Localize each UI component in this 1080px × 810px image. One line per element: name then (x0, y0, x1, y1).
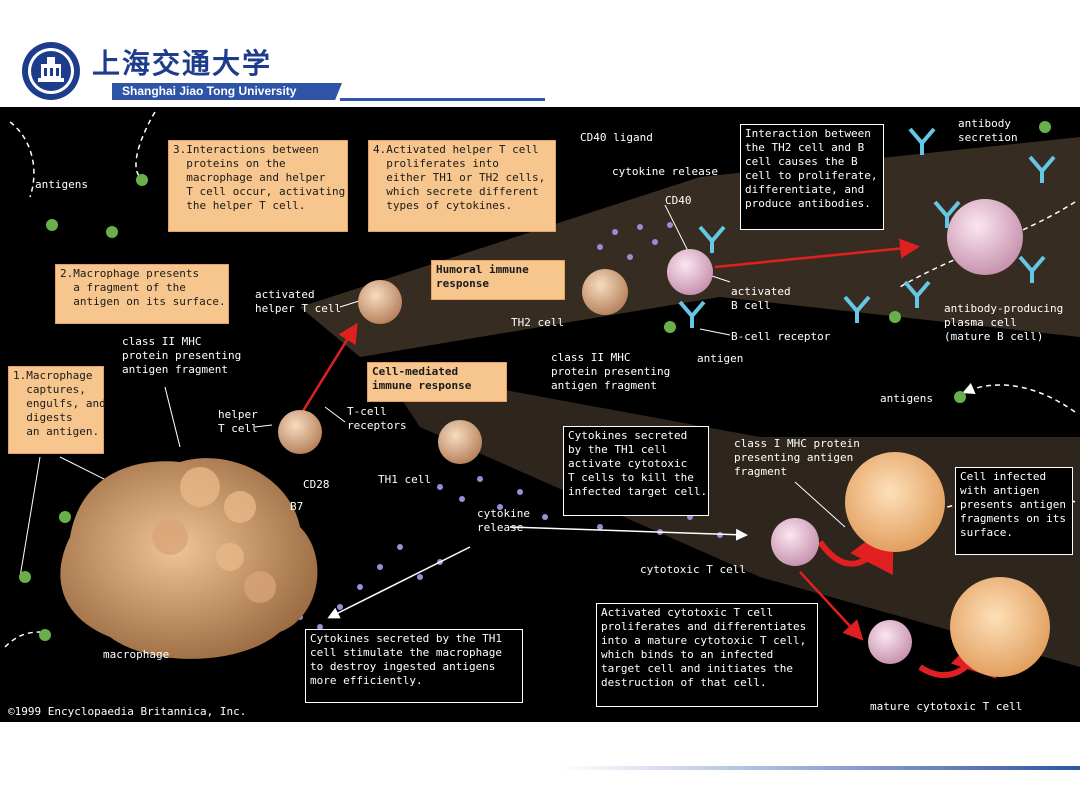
label-mature-cytotoxic: mature cytotoxic T cell (870, 700, 1023, 713)
b-cell-interaction-box: Interaction between the TH2 cell and B c… (740, 124, 884, 230)
label-t-cell-receptors: T-cell receptors (347, 405, 407, 432)
label-th1-cell: TH1 cell (378, 473, 431, 486)
label-cytotoxic-t: cytotoxic T cell (640, 563, 746, 576)
label-cd40: CD40 (665, 194, 692, 207)
label-helper-t: helper T cell (218, 408, 258, 435)
antigen-markers (19, 121, 1051, 641)
label-macrophage: macrophage (103, 648, 170, 661)
t-and-b-cells (278, 199, 1050, 677)
humoral-response-box: Humoral immune response (431, 260, 565, 300)
label-class2-mhc-mid: class II MHC protein presenting antigen … (551, 351, 671, 392)
university-name-bar (112, 83, 342, 100)
label-cytokine-release-top: cytokine release (612, 165, 718, 178)
label-activated-b: activated B cell (731, 285, 791, 312)
label-antigens-top: antigens (35, 178, 88, 191)
macrophage-cell (60, 458, 318, 659)
label-activated-helper: activated helper T cell (255, 288, 342, 315)
label-antibody-secretion: antibody secretion (958, 117, 1018, 144)
step4-box: 4.Activated helper T cell proliferates i… (368, 140, 556, 232)
label-plasma-cell: antibody-producing plasma cell (mature B… (944, 302, 1064, 343)
header-divider (340, 98, 545, 101)
label-cytokine-release-mid: cytokine release (477, 507, 530, 534)
label-class1-mhc: class I MHC protein presenting antigen f… (734, 437, 860, 478)
label-class2-mhc-left: class II MHC protein presenting antigen … (122, 335, 242, 376)
copyright-notice: ©1999 Encyclopaedia Britannica, Inc. (8, 705, 247, 718)
university-name-english: Shanghai Jiao Tong University (122, 84, 297, 98)
label-cd40-ligand: CD40 ligand (580, 131, 653, 144)
footer-divider (560, 766, 1080, 770)
university-name-chinese: 上海交通大学 (92, 47, 273, 80)
label-antigen: antigen (697, 352, 744, 365)
diagram-artwork (4, 111, 1080, 679)
label-b7: B7 (290, 500, 304, 513)
slide-header: 上海交通大学 Shanghai Jiao Tong University (0, 0, 1080, 108)
pathway-beams (300, 137, 1080, 667)
step3-box: 3.Interactions between proteins on the m… (168, 140, 348, 232)
step2-box: 2.Macrophage presents a fragment of the … (55, 264, 229, 324)
university-seal-logo (20, 40, 82, 102)
activated-cytotoxic-box: Activated cytotoxic T cell proliferates … (596, 603, 818, 707)
cytokines-macrophage-box: Cytokines secreted by the TH1 cell stimu… (305, 629, 523, 703)
label-th2-cell: TH2 cell (511, 316, 564, 329)
label-antigens-right: antigens (880, 392, 933, 405)
label-cd28: CD28 (303, 478, 330, 491)
cell-mediated-response-box: Cell-mediated immune response (367, 362, 507, 402)
antibody-markers (678, 127, 1056, 328)
immune-response-diagram: 1.Macrophage captures, engulfs, and dige… (0, 107, 1080, 722)
cytokines-cytotoxic-box: Cytokines secreted by the TH1 cell activ… (563, 426, 709, 516)
infected-cell-box: Cell infected with antigen presents anti… (955, 467, 1073, 555)
label-b-cell-receptor: B-cell receptor (731, 330, 831, 343)
step1-box: 1.Macrophage captures, engulfs, and dige… (8, 366, 106, 454)
